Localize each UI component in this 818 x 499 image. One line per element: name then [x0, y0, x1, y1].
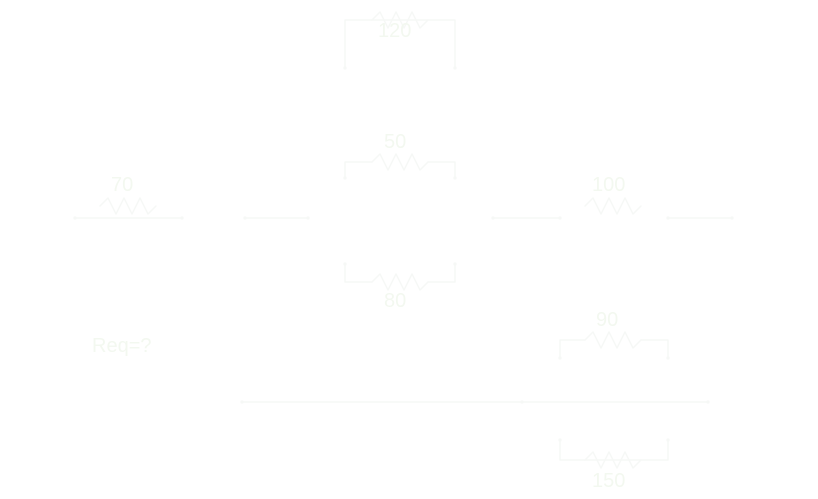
resistor-label-80: 80 — [384, 290, 407, 312]
resistor-80-zigzag — [371, 273, 429, 291]
node-dot — [520, 400, 524, 404]
node-dot — [180, 216, 184, 220]
node-dot — [306, 216, 310, 220]
resistor-label-70: 70 — [111, 174, 134, 196]
wire-right-lower — [559, 339, 669, 359]
resistor-100-zigzag — [584, 197, 642, 215]
resistor-120-zigzag — [371, 11, 429, 29]
node-dot — [558, 438, 562, 442]
node-dot — [243, 216, 247, 220]
resistor-label-120: 120 — [378, 20, 412, 42]
node-dot — [666, 216, 670, 220]
resistor-70-zigzag — [99, 197, 157, 215]
node-dot — [491, 216, 495, 220]
node-dot — [343, 66, 347, 70]
resistor-50-zigzag — [371, 153, 429, 171]
wire-bottom-branch — [559, 439, 669, 461]
wire-lower-mid — [344, 263, 456, 283]
node-dot — [343, 262, 347, 266]
wire-mid-branch — [344, 161, 456, 179]
node-dot — [240, 400, 244, 404]
node-dot — [706, 400, 710, 404]
resistor-90-zigzag — [584, 331, 642, 349]
node-dot — [343, 176, 347, 180]
node-dot — [558, 216, 562, 220]
resistor-150-zigzag — [584, 451, 642, 469]
node-dot — [73, 216, 77, 220]
resistor-label-150: 150 — [592, 470, 626, 492]
node-dot — [453, 66, 457, 70]
resistor-label-90: 90 — [596, 309, 619, 331]
resistor-label-100: 100 — [592, 174, 626, 196]
node-dot — [558, 356, 562, 360]
terminal-label-req: Req=? — [92, 335, 152, 357]
node-dot — [453, 176, 457, 180]
node-dot — [453, 262, 457, 266]
node-dot — [666, 438, 670, 442]
node-dot — [666, 356, 670, 360]
resistor-label-50: 50 — [384, 131, 407, 153]
node-dot — [730, 216, 734, 220]
